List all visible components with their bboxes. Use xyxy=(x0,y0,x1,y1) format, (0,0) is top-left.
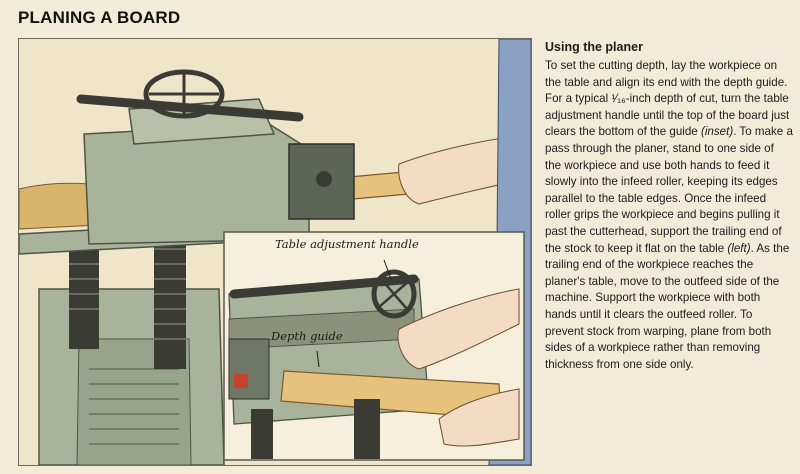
instructions-column: Using the planer To set the cutting dept… xyxy=(545,40,793,373)
text-segment: To set the cutting depth, lay the workpi… xyxy=(545,59,790,139)
page-title: PLANING A BOARD xyxy=(18,8,181,27)
text-segment-italic: (inset) xyxy=(700,125,734,139)
table-adjustment-handle-label: Table adjustment handle xyxy=(275,237,419,251)
depth-guide-label: Depth guide xyxy=(271,329,343,343)
instructions-paragraph: To set the cutting depth, lay the workpi… xyxy=(545,58,793,373)
text-segment-italic: (left) xyxy=(727,241,751,255)
text-segment: . As the trailing end of the workpiece r… xyxy=(545,241,790,371)
planer-drawing xyxy=(19,39,531,465)
planer-illustration: Table adjustment handle Depth guide xyxy=(18,38,532,466)
text-segment: . To make a pass through the planer, sta… xyxy=(545,125,793,255)
section-subhead: Using the planer xyxy=(545,40,643,54)
